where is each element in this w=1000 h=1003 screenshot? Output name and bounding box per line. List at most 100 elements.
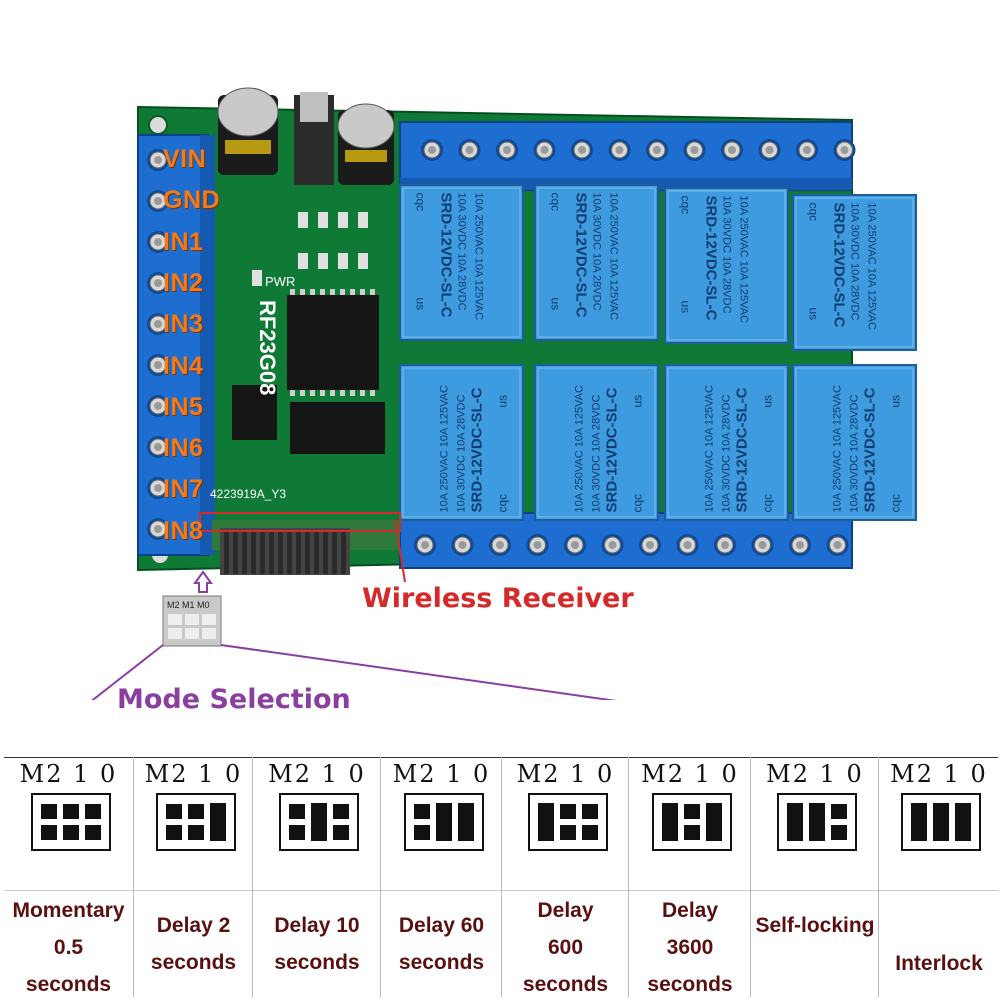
terminal-screw-icon xyxy=(147,477,169,499)
terminal-screw-icon xyxy=(496,139,518,161)
terminal-screw-icon xyxy=(533,139,556,161)
pin-label-in2: IN2 xyxy=(163,268,204,297)
terminal-screw-icon xyxy=(489,534,511,556)
relay-grid: 10A 250VAC 10A 125VAC 10A 30VDC 10A 28VDC… xyxy=(399,184,917,521)
mode-caption-line: 3600 xyxy=(666,936,714,959)
pwr-label: PWR xyxy=(265,274,295,289)
jumper-header-text: M2 1 0 xyxy=(516,760,615,788)
serial-text: 4223919A_Y3 xyxy=(210,487,286,501)
mode-caption-line: Delay 10 xyxy=(274,914,360,937)
terminal-screw-icon xyxy=(751,534,774,556)
small-chip xyxy=(232,385,277,440)
svg-text:10A 250VAC 10A 125VAC: 10A 250VAC 10A 125VAC xyxy=(473,193,485,320)
svg-text:SRD-12VDC-SL-C: SRD-12VDC-SL-C xyxy=(734,387,751,512)
terminal-screw-icon xyxy=(676,534,699,556)
jumper-pattern-icon xyxy=(155,793,236,851)
svg-text:us: us xyxy=(549,298,563,311)
pin-label-in4: IN4 xyxy=(163,351,204,380)
capacitor-right xyxy=(337,103,395,185)
mode-caption-line: seconds xyxy=(150,951,237,974)
jumper-pattern-icon xyxy=(527,793,608,851)
channel-leds xyxy=(252,212,368,286)
mode-table: M2 1 0 Momentary 0.5 seconds M2 1 0 Delay 2 se… xyxy=(4,757,999,997)
svg-text:us: us xyxy=(807,308,821,321)
board-model-text: RF23G08 xyxy=(255,300,280,395)
relay-module-board: RF23G08 PWR 4223919A_Y3 10A 250VAC 10A 1… xyxy=(91,87,917,700)
arrow-up-icon xyxy=(193,570,213,593)
svg-text:us: us xyxy=(631,395,645,408)
mode-caption-line: seconds xyxy=(398,951,485,974)
terminal-screw-icon xyxy=(147,149,169,171)
bottom-terminal-block xyxy=(399,512,853,569)
terminal-screw-icon xyxy=(721,139,743,161)
relay: 10A 250VAC 10A 125VAC 10A 30VDC 10A 28VDC… xyxy=(534,184,659,341)
terminal-screw-icon xyxy=(147,395,169,417)
wireless-receiver-label: Wireless Receiver xyxy=(362,583,634,614)
svg-text:10A 30VDC 10A 28VDC: 10A 30VDC 10A 28VDC xyxy=(849,394,861,512)
svg-text:SRD-12VDC-SL-C: SRD-12VDC-SL-C xyxy=(703,196,720,321)
mode-caption: Interlock xyxy=(879,945,999,982)
terminal-screw-icon xyxy=(147,190,169,212)
terminal-screw-icon xyxy=(796,139,818,161)
pin-label-in3: IN3 xyxy=(163,310,204,339)
svg-text:us: us xyxy=(679,301,693,314)
mode-caption-line: 600 xyxy=(547,936,584,959)
jumper-header-text: M2 1 0 xyxy=(19,760,118,788)
jumper-header-text: M2 1 0 xyxy=(641,760,739,788)
mode-selection-title: Mode Selection xyxy=(117,684,351,715)
jumper-pattern-icon xyxy=(901,793,981,851)
terminal-screw-icon xyxy=(458,139,481,161)
pin-label-in7: IN7 xyxy=(163,475,204,504)
mode-caption-line: seconds xyxy=(522,973,609,996)
svg-text:10A 30VDC 10A 28VDC: 10A 30VDC 10A 28VDC xyxy=(591,193,603,311)
mode-caption-line: seconds xyxy=(25,973,112,996)
terminal-screw-icon xyxy=(608,139,631,161)
jumper-pattern-icon xyxy=(30,793,111,851)
pin-label-in6: IN6 xyxy=(163,434,204,463)
decoder-chip xyxy=(287,295,379,390)
mode-option-1: M2 1 0 Momentary 0.5 seconds xyxy=(4,757,133,997)
svg-text:10A 250VAC 10A 125VAC: 10A 250VAC 10A 125VAC xyxy=(608,193,620,320)
terminal-screw-icon xyxy=(147,272,169,294)
mode-caption-line: 0.5 xyxy=(53,936,84,959)
svg-text:SRD-12VDC-SL-C: SRD-12VDC-SL-C xyxy=(469,387,486,512)
mode-caption-line: Interlock xyxy=(895,952,983,975)
mode-caption-line: Delay xyxy=(537,899,594,922)
svg-text:10A 250VAC 10A 125VAC: 10A 250VAC 10A 125VAC xyxy=(439,385,451,512)
wireless-receiver-module xyxy=(212,520,400,575)
jumper-pattern-icon xyxy=(777,793,857,851)
terminal-screw-icon xyxy=(147,231,169,253)
terminal-screw-icon xyxy=(833,139,856,161)
svg-text:10A 30VDC 10A 28VDC: 10A 30VDC 10A 28VDC xyxy=(721,394,733,512)
callout-line-left xyxy=(91,644,164,700)
jumper-header-text: M2 1 0 xyxy=(392,760,491,788)
mode-caption-line: Delay xyxy=(661,899,719,922)
svg-text:10A 250VAC 10A 125VAC: 10A 250VAC 10A 125VAC xyxy=(832,385,844,512)
terminal-screw-icon xyxy=(147,518,169,540)
jumper-header-zoom: M2 M1 M0 xyxy=(162,595,222,647)
svg-text:M2 M1 M0: M2 M1 M0 xyxy=(167,600,210,610)
svg-text:cqc: cqc xyxy=(889,494,903,513)
terminal-screw-icon xyxy=(147,313,169,335)
pin-label-in1: IN1 xyxy=(163,227,204,256)
mode-caption-line: Self-locking xyxy=(755,914,875,937)
svg-text:SRD-12VDC-SL-C: SRD-12VDC-SL-C xyxy=(604,387,621,512)
svg-text:10A 250VAC 10A 125VAC: 10A 250VAC 10A 125VAC xyxy=(704,385,716,512)
driver-chip xyxy=(290,402,385,454)
mode-caption-line: Momentary xyxy=(12,899,125,922)
mode-caption-line: Delay 2 xyxy=(156,914,231,937)
terminal-screw-icon xyxy=(451,534,474,556)
terminal-screw-icon xyxy=(714,534,736,556)
callout-line-right xyxy=(220,644,617,700)
svg-text:SRD-12VDC-SL-C: SRD-12VDC-SL-C xyxy=(862,387,879,512)
